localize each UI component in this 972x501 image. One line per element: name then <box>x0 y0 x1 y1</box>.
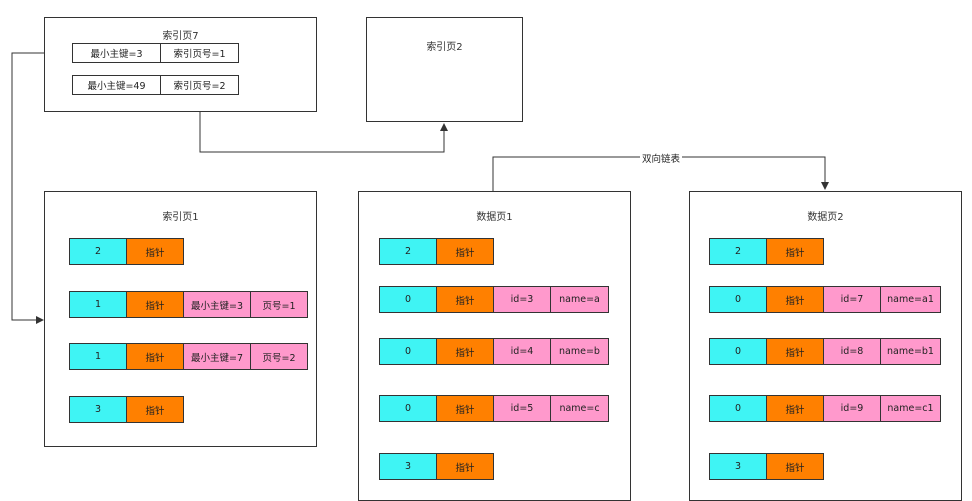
name-cell: name=b <box>550 338 609 365</box>
name-cell: name=c <box>550 395 609 422</box>
index-page-2: 索引页2 <box>366 17 523 122</box>
page-title: 索引页1 <box>162 212 199 223</box>
page-number-cell: 页号=2 <box>250 343 308 370</box>
name-cell: name=b1 <box>880 338 941 365</box>
pointer-cell: 指针 <box>766 238 824 265</box>
pointer-cell: 指针 <box>126 291 184 318</box>
pointer-cell: 指针 <box>436 238 494 265</box>
record-type-cell: 0 <box>379 338 437 365</box>
record-type-cell: 1 <box>69 291 127 318</box>
pointer-cell: 指针 <box>766 453 824 480</box>
id-cell: id=4 <box>493 338 551 365</box>
id-cell: id=9 <box>823 395 881 422</box>
record-type-cell: 0 <box>379 286 437 313</box>
pointer-cell: 指针 <box>766 395 824 422</box>
record-type-cell: 0 <box>379 395 437 422</box>
name-cell: name=c1 <box>880 395 941 422</box>
page-number-cell: 索引页号=1 <box>160 43 239 63</box>
id-cell: id=7 <box>823 286 881 313</box>
page-title: 索引页7 <box>162 31 199 42</box>
id-cell: id=5 <box>493 395 551 422</box>
record-type-cell: 2 <box>709 238 767 265</box>
pointer-cell: 指针 <box>126 396 184 423</box>
id-cell: id=8 <box>823 338 881 365</box>
page-number-cell: 页号=1 <box>250 291 308 318</box>
pointer-cell: 指针 <box>766 338 824 365</box>
page-number-cell: 索引页号=2 <box>160 75 239 95</box>
record-type-cell: 3 <box>379 453 437 480</box>
page-title: 索引页2 <box>426 42 463 53</box>
name-cell: name=a1 <box>880 286 941 313</box>
pointer-cell: 指针 <box>766 286 824 313</box>
min-key-cell: 最小主键=7 <box>183 343 251 370</box>
link-label: 双向链表 <box>640 151 683 165</box>
min-key-cell: 最小主键=3 <box>72 43 161 63</box>
pointer-cell: 指针 <box>436 453 494 480</box>
page-title: 数据页2 <box>807 212 844 223</box>
record-type-cell: 3 <box>69 396 127 423</box>
record-type-cell: 0 <box>709 338 767 365</box>
record-type-cell: 2 <box>379 238 437 265</box>
index-page-7: 索引页7 <box>44 17 317 112</box>
id-cell: id=3 <box>493 286 551 313</box>
min-key-cell: 最小主键=3 <box>183 291 251 318</box>
record-type-cell: 1 <box>69 343 127 370</box>
pointer-cell: 指针 <box>126 343 184 370</box>
pointer-cell: 指针 <box>436 286 494 313</box>
pointer-cell: 指针 <box>436 395 494 422</box>
page-title: 数据页1 <box>476 212 513 223</box>
record-type-cell: 2 <box>69 238 127 265</box>
pointer-cell: 指针 <box>126 238 184 265</box>
min-key-cell: 最小主键=49 <box>72 75 161 95</box>
record-type-cell: 0 <box>709 286 767 313</box>
name-cell: name=a <box>550 286 609 313</box>
record-type-cell: 0 <box>709 395 767 422</box>
record-type-cell: 3 <box>709 453 767 480</box>
pointer-cell: 指针 <box>436 338 494 365</box>
